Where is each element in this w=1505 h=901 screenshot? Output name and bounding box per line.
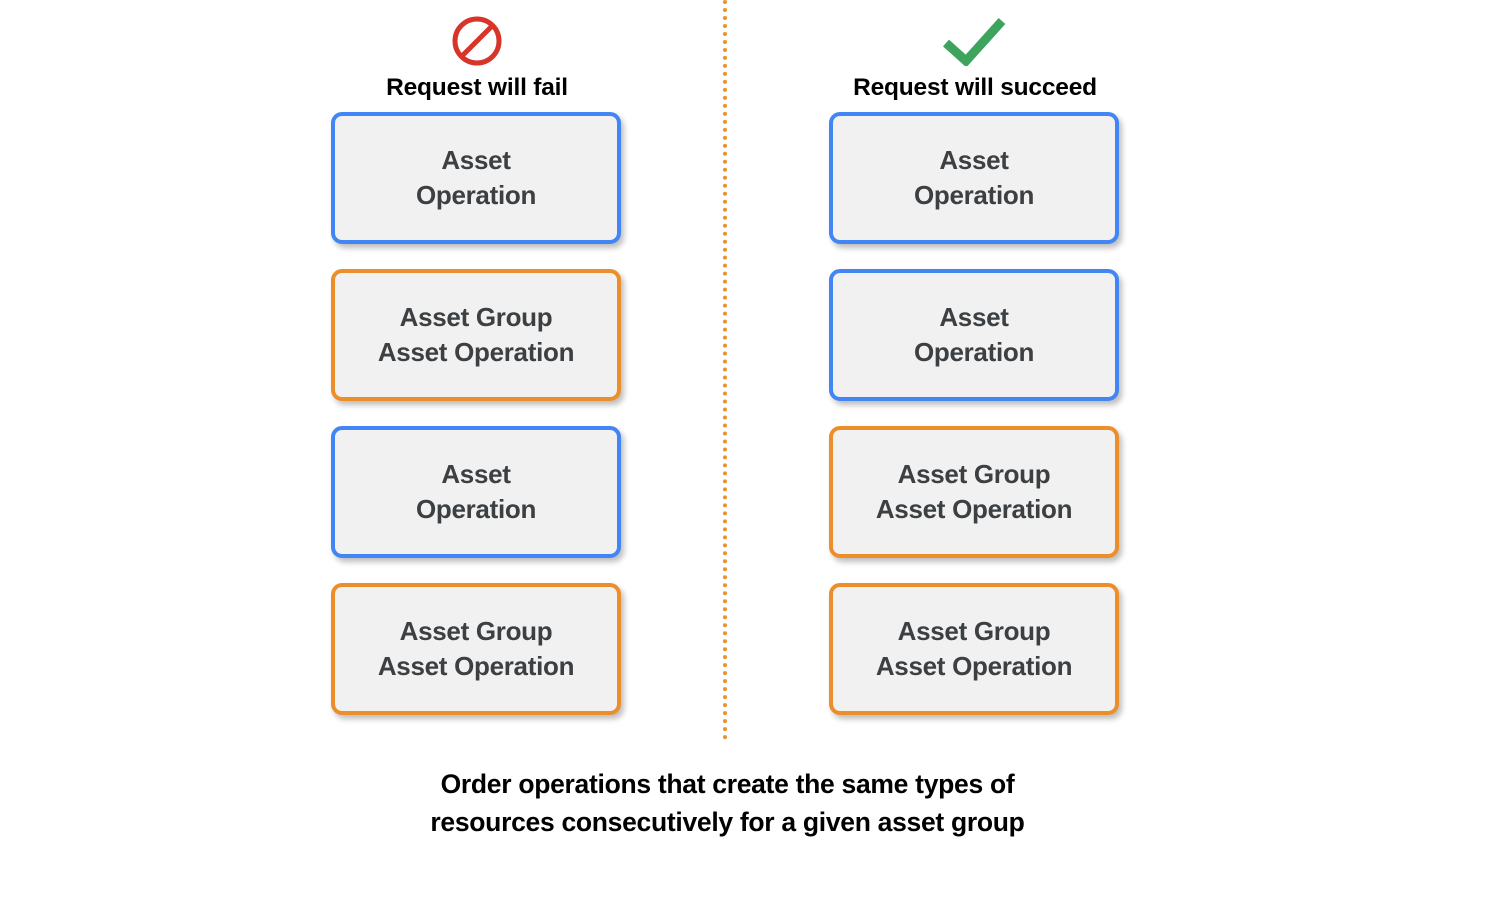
operation-box-label: Asset Group Asset Operation [377, 301, 575, 367]
operation-box[interactable]: Asset Operation [331, 112, 621, 244]
column-divider [723, 0, 727, 740]
operation-box-label: Asset Group Asset Operation [875, 615, 1073, 681]
checkmark-icon [940, 12, 1010, 70]
prohibition-icon [449, 12, 505, 70]
column-request-will-succeed: Request will succeed Asset Operation Ass… [829, 0, 1121, 715]
column-header-fail: Request will fail [331, 0, 623, 112]
operation-box-label: Asset Operation [415, 458, 537, 524]
operation-box[interactable]: Asset Operation [331, 426, 621, 558]
operation-box-label: Asset Operation [913, 301, 1035, 367]
operation-box[interactable]: Asset Group Asset Operation [829, 583, 1119, 715]
column-title-succeed: Request will succeed [853, 74, 1097, 101]
operation-box-label: Asset Group Asset Operation [377, 615, 575, 681]
operation-box-label: Asset Operation [415, 144, 537, 210]
operation-box-label: Asset Group Asset Operation [875, 458, 1073, 524]
operation-box[interactable]: Asset Group Asset Operation [331, 269, 621, 401]
operation-list-fail: Asset Operation Asset Group Asset Operat… [331, 112, 623, 715]
operation-box[interactable]: Asset Group Asset Operation [331, 583, 621, 715]
operation-box[interactable]: Asset Operation [829, 269, 1119, 401]
column-request-will-fail: Request will fail Asset Operation Asset … [331, 0, 623, 715]
column-header-succeed: Request will succeed [829, 0, 1121, 112]
operation-box-label: Asset Operation [913, 144, 1035, 210]
diagram-caption: Order operations that create the same ty… [430, 769, 1025, 837]
operation-list-succeed: Asset Operation Asset Operation Asset Gr… [829, 112, 1121, 715]
operation-box[interactable]: Asset Operation [829, 112, 1119, 244]
operation-box[interactable]: Asset Group Asset Operation [829, 426, 1119, 558]
column-title-fail: Request will fail [386, 74, 568, 101]
